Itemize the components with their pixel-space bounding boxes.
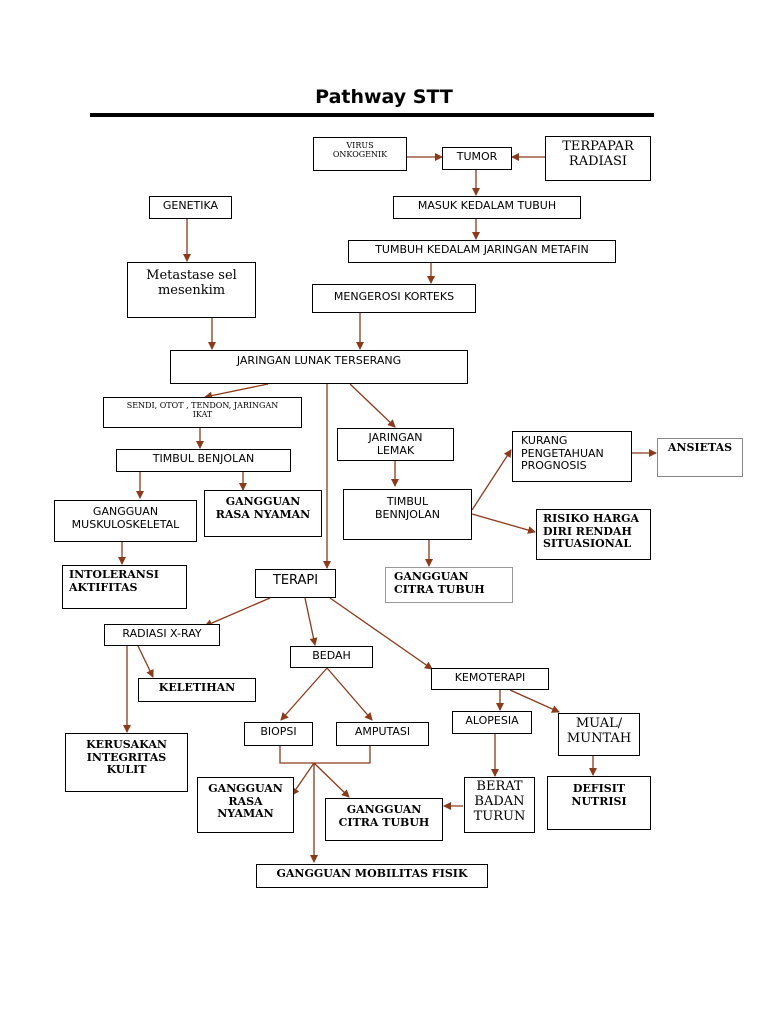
node-intoleransi-aktifitas: INTOLERANSI AKTIFITAS xyxy=(62,565,187,609)
arrow-jaringan-sendi xyxy=(204,383,269,400)
diagram-title: Pathway STT xyxy=(315,86,453,108)
node-timbul-benjolan: TIMBUL BENJOLAN xyxy=(116,449,291,472)
node-biopsi: BIOPSI xyxy=(244,722,313,746)
node-defisit-nutrisi: DEFISIT NUTRISI xyxy=(547,776,651,830)
node-mual-muntah: MUAL/ MUNTAH xyxy=(558,713,640,756)
node-risiko-harga-diri: RISIKO HARGA DIRI RENDAH SITUASIONAL xyxy=(536,509,651,560)
arrow-jaringan-lemak xyxy=(349,383,396,428)
node-tumor: TUMOR xyxy=(442,147,512,170)
arrow-terapi-bedah xyxy=(304,597,318,646)
arrow-radiasi-keletihan xyxy=(137,645,154,678)
node-metastase: Metastase sel mesenkim xyxy=(127,262,256,318)
node-ansietas: ANSIETAS xyxy=(657,438,743,477)
node-kerusakan-integritas: KERUSAKAN INTEGRITAS KULIT xyxy=(65,733,188,792)
arrow-merge-citra xyxy=(313,762,350,798)
node-bedah: BEDAH xyxy=(290,646,373,668)
title-underline xyxy=(90,113,654,117)
node-gangguan-citra-tubuh-1: GANGGUAN CITRA TUBUH xyxy=(385,567,513,603)
arrow-bedah-biopsi xyxy=(280,667,328,721)
node-alopesia: ALOPESIA xyxy=(452,711,532,734)
node-timbul-bennjolan: TIMBUL BENNJOLAN xyxy=(343,489,472,540)
arrow-bedah-amputasi xyxy=(326,667,373,721)
arrow-bennjolan-risiko xyxy=(471,513,536,534)
node-gangguan-muskuloskeletal: GANGGUAN MUSKULOSKELETAL xyxy=(54,500,197,542)
arrow-bennjolan-kurang xyxy=(471,449,512,511)
node-gangguan-rasa-nyaman-1: GANGGUAN RASA NYAMAN xyxy=(204,490,322,537)
node-keletihan: KELETIHAN xyxy=(138,678,256,702)
node-kurang-pengetahuan: KURANG PENGETAHUAN PROGNOSIS xyxy=(512,431,632,482)
node-sendi-otot: SENDI, OTOT , TENDON, JARINGAN IKAT xyxy=(103,397,302,428)
node-jaringan-lemak: JARINGAN LEMAK xyxy=(337,428,454,461)
node-amputasi: AMPUTASI xyxy=(336,722,429,746)
node-radiasi-xray: RADIASI X-RAY xyxy=(104,624,220,646)
node-gangguan-rasa-nyaman-2: GANGGUAN RASA NYAMAN xyxy=(197,777,294,833)
node-berat-badan-turun: BERAT BADAN TURUN xyxy=(464,777,535,833)
bracket-biopsi-amputasi xyxy=(279,746,371,764)
node-kemoterapi: KEMOTERAPI xyxy=(431,668,549,690)
node-gangguan-citra-tubuh-2: GANGGUAN CITRA TUBUH xyxy=(325,798,443,841)
node-gangguan-mobilitas-fisik: GANGGUAN MOBILITAS FISIK xyxy=(256,864,488,888)
node-tumbuh-kedalam-jaringan: TUMBUH KEDALAM JARINGAN METAFIN xyxy=(348,240,616,263)
node-terpapar-radiasi: TERPAPAR RADIASI xyxy=(545,136,651,181)
node-masuk-kedalam-tubuh: MASUK KEDALAM TUBUH xyxy=(393,196,581,219)
node-terapi: TERAPI xyxy=(255,569,336,598)
arrow-kemo-mual xyxy=(509,689,560,713)
arrow-merge-nyaman xyxy=(291,762,315,796)
node-virus-onkogenik: VIRUS ONKOGENIK xyxy=(313,137,407,171)
node-mengerosi-korteks: MENGEROSI KORTEKS xyxy=(312,284,476,313)
node-jaringan-lunak: JARINGAN LUNAK TERSERANG xyxy=(170,350,468,384)
node-genetika: GENETIKA xyxy=(149,196,232,219)
arrow-terapi-radiasi xyxy=(204,597,271,627)
arrow-terapi-kemoterapi xyxy=(329,597,433,670)
